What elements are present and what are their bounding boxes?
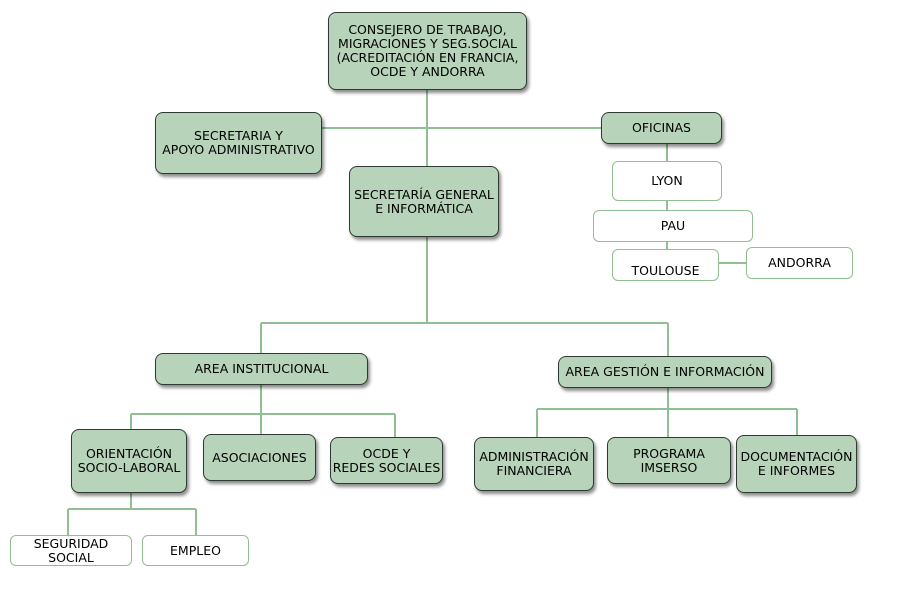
programa-imserso-box: PROGRAMA IMSERSO (607, 437, 731, 484)
secretaria-apoyo-box: SECRETARIA Y APOYO ADMINISTRATIVO (155, 112, 322, 174)
area-gestion-box: AREA GESTIÓN E INFORMACIÓN (558, 356, 772, 388)
lyon-box: LYON (612, 161, 722, 201)
area-institucional-box: AREA INSTITUCIONAL (155, 353, 368, 385)
pau-box: PAU (593, 210, 753, 242)
ocde-redes-box: OCDE Y REDES SOCIALES (330, 437, 443, 484)
seguridad-social-box: SEGURIDAD SOCIAL (10, 535, 132, 566)
secretaria-general-box: SECRETARÍA GENERAL E INFORMÁTICA (349, 166, 499, 237)
oficinas-box: OFICINAS (601, 112, 722, 144)
documentacion-box: DOCUMENTACIÓN E INFORMES (736, 435, 857, 493)
toulouse-box: TOULOUSE (612, 249, 719, 281)
orientacion-box: ORIENTACIÓN SOCIO-LABORAL (71, 429, 187, 493)
consejero-box: CONSEJERO DE TRABAJO, MIGRACIONES Y SEG.… (328, 12, 527, 90)
empleo-box: EMPLEO (142, 535, 249, 566)
administracion-box: ADMINISTRACIÓN FINANCIERA (474, 437, 594, 491)
asociaciones-box: ASOCIACIONES (203, 434, 316, 481)
andorra-box: ANDORRA (746, 247, 853, 279)
